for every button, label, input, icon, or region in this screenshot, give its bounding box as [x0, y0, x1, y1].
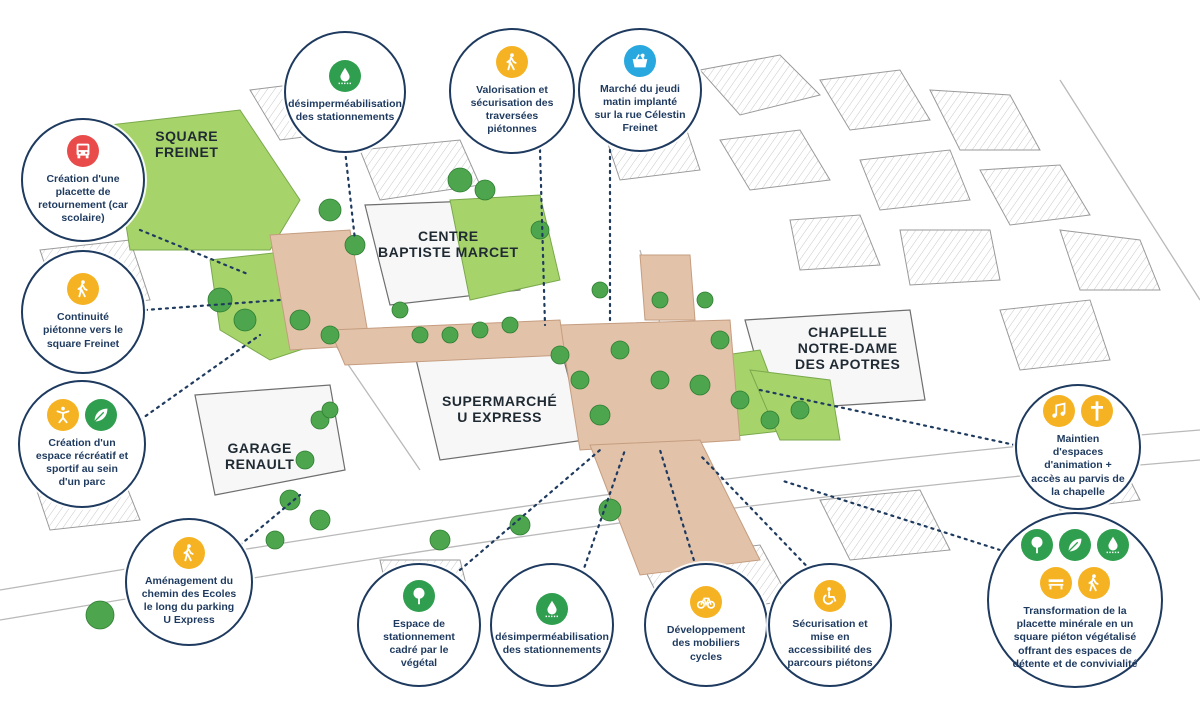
bubble-desimper-top: désimperméabilisation des stationnements	[284, 31, 406, 153]
drop-icon	[329, 59, 361, 92]
bubble-icons	[624, 44, 656, 77]
trees	[85, 167, 810, 630]
bubble-marche: Marché du jeudi matin implanté sur la ru…	[578, 28, 702, 152]
bubble-icons	[690, 586, 722, 619]
bubble-icons	[67, 134, 99, 167]
bubble-text: Continuité piétonne vers le square Frein…	[43, 311, 123, 350]
bubble-traversees: Valorisation et sécurisation des travers…	[449, 28, 575, 154]
sport-icon	[47, 398, 79, 431]
bubble-icons	[496, 45, 528, 78]
bubble-maintien: Maintien d'espaces d'animation + accès a…	[1015, 384, 1141, 510]
drop-icon	[536, 592, 568, 625]
bubble-text: Espace de stationnement cadré par le vég…	[383, 617, 455, 670]
bubble-amenagement: Aménagement du chemin des Ecoles le long…	[125, 518, 253, 646]
bubble-continuite: Continuité piétonne vers le square Frein…	[21, 250, 145, 374]
pedestrian-icon	[67, 273, 99, 306]
bubble-text: Développement des mobiliers cycles	[666, 624, 746, 663]
bench-icon	[1040, 567, 1072, 600]
bubble-text: Création d'une placette de retournement …	[38, 172, 128, 225]
bubble-icons	[814, 579, 846, 612]
bubble-icons	[173, 536, 205, 569]
drop-icon	[1097, 529, 1129, 562]
bubble-text: Marché du jeudi matin implanté sur la ru…	[594, 82, 686, 135]
leader-lines	[138, 148, 1017, 582]
bubble-transformation: Transformation de la placette minérale e…	[987, 512, 1163, 688]
leaf-icon	[85, 398, 117, 431]
basket-icon	[624, 44, 656, 77]
bubble-icons	[1010, 529, 1140, 600]
bubble-text: Maintien d'espaces d'animation + accès a…	[1031, 433, 1125, 498]
bubble-icons	[47, 398, 117, 431]
bubble-icons	[67, 273, 99, 306]
bubble-text: désimperméabilisation des stationnements	[495, 630, 609, 656]
tree-icon	[403, 579, 435, 612]
bubble-text: Transformation de la placette minérale e…	[1012, 605, 1138, 670]
bubble-stationnement-vegetal: Espace de stationnement cadré par le vég…	[357, 563, 481, 687]
bubble-icons	[329, 59, 361, 92]
bubble-text: Sécurisation et mise en accessibilité de…	[787, 617, 873, 670]
bubble-icons	[403, 579, 435, 612]
pedestrian-icon	[1078, 567, 1110, 600]
pedestrian-icon	[173, 536, 205, 569]
bubble-icons	[536, 592, 568, 625]
leaf-icon	[1059, 529, 1091, 562]
bubble-accessibilite: Sécurisation et mise en accessibilité de…	[768, 563, 892, 687]
pedestrian-icon	[496, 45, 528, 78]
bus-icon	[67, 134, 99, 167]
bubble-text: Création d'un espace récréatif et sporti…	[35, 436, 129, 489]
bubble-desimper-bottom: désimperméabilisation des stationnements	[490, 563, 614, 687]
bubble-espace-recreatif: Création d'un espace récréatif et sporti…	[18, 380, 146, 508]
tree-icon	[1021, 529, 1053, 562]
bubble-text: Valorisation et sécurisation des travers…	[470, 83, 554, 136]
bubble-text: Aménagement du chemin des Ecoles le long…	[141, 574, 237, 627]
cross-icon	[1081, 395, 1113, 428]
music-icon	[1043, 395, 1075, 428]
bubble-cycles: Développement des mobiliers cycles	[644, 563, 768, 687]
bubble-icons	[1043, 395, 1113, 428]
bike-icon	[690, 586, 722, 619]
bubble-text: désimperméabilisation des stationnements	[288, 97, 402, 123]
wheelchair-icon	[814, 579, 846, 612]
bubble-placette-retournement: Création d'une placette de retournement …	[21, 118, 145, 242]
